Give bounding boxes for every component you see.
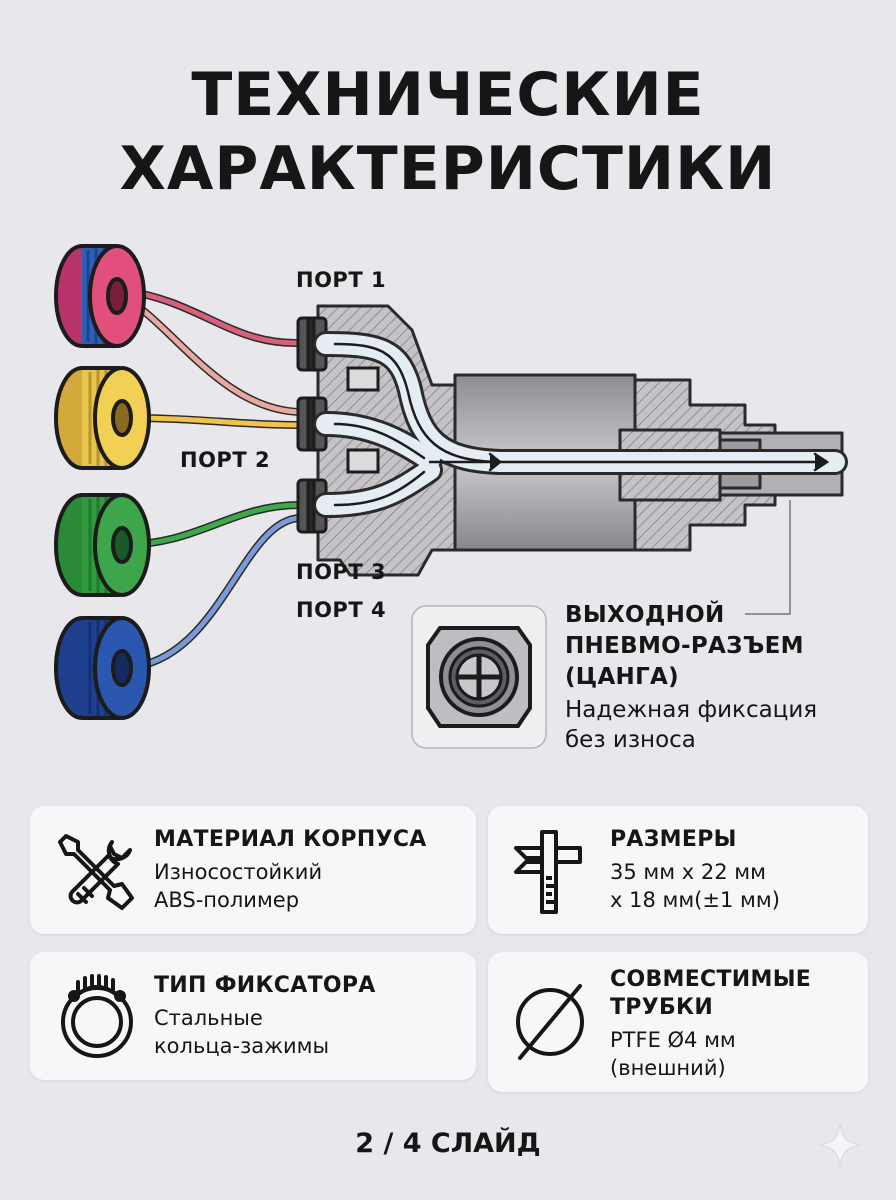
spec-tubes-title-1: СОВМЕСТИМЫЕ — [610, 967, 812, 992]
slide-indicator: 2 / 4 СЛАЙД — [355, 1128, 541, 1159]
port-3-label: ПОРТ 3 — [296, 560, 387, 584]
spec-clip-title: ТИП ФИКСАТОРА — [154, 973, 376, 998]
spec-clip-desc-2: кольца-зажимы — [154, 1034, 330, 1058]
spec-material-desc-2: ABS-полимер — [154, 888, 300, 912]
title-line-2: ХАРАКТЕРИСТИКИ — [119, 134, 777, 204]
splitter-diagram — [54, 244, 848, 749]
spool-green — [54, 493, 151, 597]
spec-card-tubes: СОВМЕСТИМЫЕ ТРУБКИ PTFE Ø4 мм (внешний) — [488, 952, 868, 1092]
port-2-label: ПОРТ 2 — [180, 448, 271, 472]
outlet-desc-2: без износа — [565, 727, 696, 753]
page-title: ТЕХНИЧЕСКИЕ ХАРАКТЕРИСТИКИ — [0, 58, 896, 206]
spool-blue — [54, 616, 151, 720]
spec-dimensions-title: РАЗМЕРЫ — [610, 827, 737, 852]
spec-tubes-title-2: ТРУБКИ — [610, 995, 714, 1020]
port-1-label: ПОРТ 1 — [296, 268, 387, 292]
title-line-1: ТЕХНИЧЕСКИЕ — [191, 60, 705, 130]
spec-tubes-desc-2: (внешний) — [610, 1056, 726, 1080]
tools-icon — [58, 834, 134, 910]
spool-red — [54, 244, 146, 348]
spec-card-clip: ТИП ФИКСАТОРА Стальные кольца-зажимы — [30, 952, 476, 1080]
spec-card-material: МАТЕРИАЛ КОРПУСА Износостойкий ABS-полим… — [30, 806, 476, 934]
spool-yellow — [54, 366, 151, 470]
spec-material-desc-1: Износостойкий — [154, 860, 323, 884]
outlet-title-1: ВЫХОДНОЙ — [565, 602, 725, 628]
outlet-title-2: ПНЕВМО-РАЗЪЕМ — [565, 633, 804, 659]
spec-clip-desc-1: Стальные — [154, 1006, 263, 1030]
clip-ring-icon — [61, 974, 133, 1058]
outlet-title-3: (ЦАНГА) — [565, 664, 679, 690]
outlet-leader-line — [745, 500, 791, 615]
tube-port-2b — [124, 414, 304, 429]
spec-tubes-desc-1: PTFE Ø4 мм — [610, 1028, 736, 1052]
spec-dimensions-desc-2: x 18 мм(±1 мм) — [610, 888, 780, 912]
spec-material-title: МАТЕРИАЛ КОРПУСА — [154, 827, 427, 852]
diameter-icon — [516, 984, 584, 1060]
outlet-callout: ВЫХОДНОЙ ПНЕВМО-РАЗЪЕМ (ЦАНГА) Надежная … — [565, 600, 885, 755]
caliper-icon — [514, 830, 582, 914]
collet-end-view — [411, 605, 547, 749]
spec-card-dimensions: РАЗМЕРЫ 35 мм x 22 мм x 18 мм(±1 мм) — [488, 806, 868, 934]
port-4-label: ПОРТ 4 — [296, 598, 387, 622]
sparkle-icon — [818, 1123, 862, 1167]
outlet-desc-1: Надежная фиксация — [565, 697, 818, 723]
tube-port-4 — [116, 514, 304, 672]
tube-port-1 — [116, 286, 304, 348]
spec-dimensions-desc-1: 35 мм x 22 мм — [610, 860, 766, 884]
port-fittings — [296, 316, 380, 534]
flow-arrows — [333, 342, 830, 507]
